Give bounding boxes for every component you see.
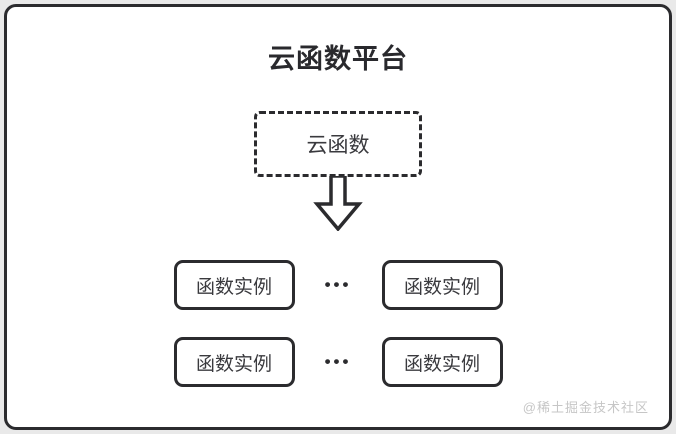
cloud-function-node: 云函数 bbox=[254, 111, 422, 177]
function-instance-label: 函数实例 bbox=[195, 276, 272, 298]
instances-row-1: 函数实例 ••• 函数实例 bbox=[173, 260, 503, 310]
diagram-panel: 云函数平台 云函数 函数实例 ••• 函数实例 函数实例 bbox=[4, 4, 672, 430]
function-instance-node: 函数实例 bbox=[173, 337, 295, 387]
ellipsis-dots: ••• bbox=[324, 352, 352, 371]
instances-row-2: 函数实例 ••• 函数实例 bbox=[173, 337, 503, 387]
function-instance-node: 函数实例 bbox=[173, 260, 295, 310]
ellipsis-dots: ••• bbox=[324, 275, 352, 294]
function-instance-label: 函数实例 bbox=[403, 276, 480, 298]
page-title: 云函数平台 bbox=[268, 44, 408, 74]
cloud-function-label: 云函数 bbox=[306, 134, 370, 157]
instances-grid: 函数实例 ••• 函数实例 函数实例 ••• 函数实例 bbox=[7, 260, 669, 387]
function-instance-label: 函数实例 bbox=[195, 353, 272, 375]
function-instance-label: 函数实例 bbox=[403, 353, 480, 375]
function-instance-node: 函数实例 bbox=[381, 260, 503, 310]
watermark-text: @稀土掘金技术社区 bbox=[522, 400, 649, 415]
down-arrow-icon bbox=[313, 174, 363, 232]
function-instance-node: 函数实例 bbox=[381, 337, 503, 387]
